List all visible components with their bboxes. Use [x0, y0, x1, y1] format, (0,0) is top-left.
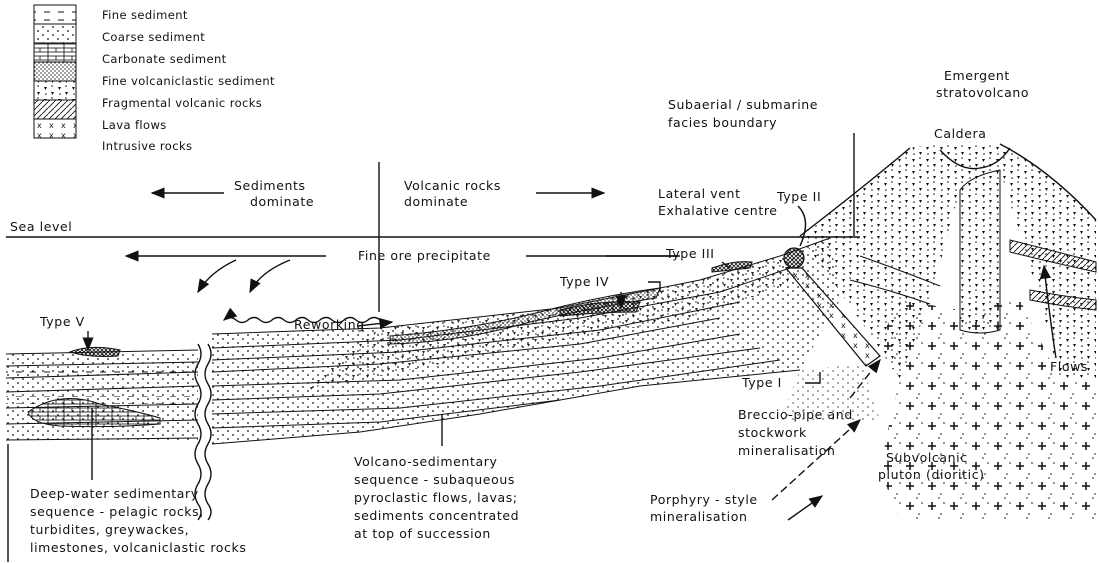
volcanic-dominate-label: Volcanic rocks: [404, 178, 501, 193]
emergent-label: stratovolcano: [936, 85, 1029, 100]
legend-label: Intrusive rocks: [102, 139, 192, 153]
type-v-label: Type V: [39, 314, 85, 329]
reworking-label: Reworking: [294, 317, 365, 332]
breccia-label: stockwork: [738, 425, 807, 440]
emergent-label: Emergent: [944, 68, 1010, 83]
break-line-right: [205, 344, 211, 520]
volcano-sed-label: sediments concentrated: [354, 508, 519, 523]
legend-label: Fragmental volcanic rocks: [102, 96, 262, 110]
deep-water-label: Deep-water sedimentary: [30, 486, 199, 501]
deep-water-label: sequence - pelagic rocks,: [30, 504, 204, 519]
legend-item-coarse-sediment: Coarse sediment: [34, 24, 205, 44]
breccia-label: Breccio-pipe and: [738, 407, 853, 422]
legend: Fine sediment Coarse sediment Carbonate …: [34, 5, 275, 153]
deep-water-label: limestones, volcaniclastic rocks: [30, 540, 246, 555]
caldera-label: Caldera: [934, 126, 987, 141]
type-iv-label: Type IV: [559, 274, 609, 289]
precipitate-arrow: [250, 260, 290, 292]
subaerial-label: facies boundary: [668, 115, 777, 130]
precipitate-arrow: [198, 260, 236, 292]
volcanic-dominate-label: dominate: [404, 194, 468, 209]
legend-label: Lava flows: [102, 118, 167, 132]
deep-water-basin: [6, 347, 198, 440]
sea-level-label: Sea level: [10, 219, 72, 234]
volcano-sed-label: Volcano-sedimentary: [354, 454, 497, 469]
subaerial-label: Subaerial / submarine: [668, 97, 818, 112]
type-ii-label: Type II: [776, 189, 821, 204]
legend-item-fine-sediment: Fine sediment: [34, 5, 188, 24]
volcano-sed-label: at top of succession: [354, 526, 491, 541]
type-iii-label: Type III: [665, 246, 715, 261]
subvolcanic-label: pluton (dioritic): [878, 467, 985, 482]
legend-label: Coarse sediment: [102, 30, 205, 44]
subvolcanic-label: Subvolcanic: [886, 450, 968, 465]
porphyry-label: Porphyry - style: [650, 492, 758, 507]
type-i-label: Type I: [741, 375, 782, 390]
deep-water-label: turbidites, greywackes,: [30, 522, 189, 537]
lateral-vent-label: Lateral vent: [658, 186, 741, 201]
lateral-vent-label: Exhalative centre: [658, 203, 778, 218]
sediments-dominate-label: Sediments: [234, 178, 306, 193]
flows-label: Flows: [1050, 359, 1088, 374]
fine-ore-label: Fine ore precipitate: [358, 248, 491, 263]
sediments-dominate-label: dominate: [250, 194, 314, 209]
legend-label: Fine volcaniclastic sediment: [102, 74, 275, 88]
volcano-sed-label: sequence - subaqueous: [354, 472, 515, 487]
legend-label: Carbonate sediment: [102, 52, 227, 66]
legend-label: Fine sediment: [102, 8, 188, 22]
volcano-sed-label: pyroclastic flows, lavas;: [354, 490, 518, 505]
porphyry-arrow-2: [788, 496, 822, 520]
porphyry-label: mineralisation: [650, 509, 748, 524]
